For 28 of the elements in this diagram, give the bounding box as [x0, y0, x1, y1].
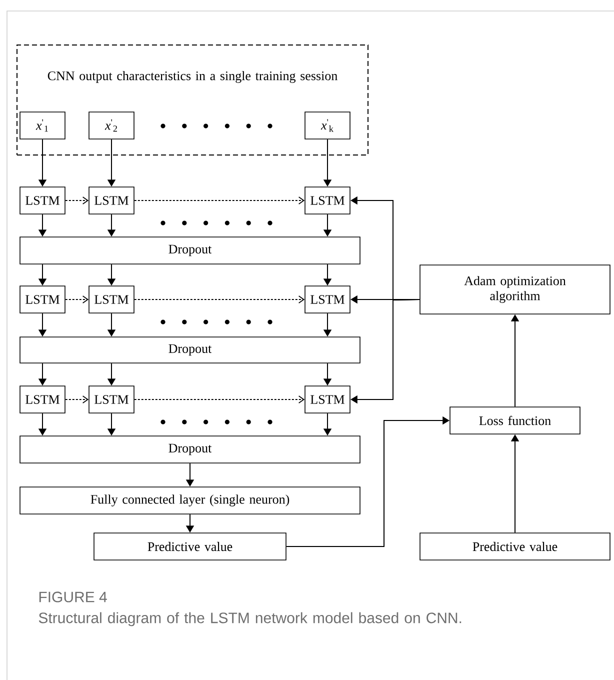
layer-box: Dropout: [20, 436, 360, 464]
arrow: [134, 196, 305, 204]
layer-box: Adam optimization algorithm: [420, 264, 610, 314]
layer-box: Predictive value: [94, 532, 286, 560]
input-box: x$^{'}$2: [88, 112, 134, 140]
cell-box: LSTM: [88, 386, 134, 414]
arrow: [134, 396, 305, 404]
arrow: [64, 296, 89, 304]
layer-box: Predictive value: [420, 532, 610, 560]
cell-box: LSTM: [304, 186, 350, 214]
input-box: x$^{'}$1: [20, 112, 66, 140]
layer-box: Fully connected layer (single neuron): [20, 486, 360, 514]
arrow: [64, 196, 89, 204]
arrow: [134, 296, 305, 304]
input-box: x$^{'}$k: [304, 112, 350, 140]
cell-box: LSTM: [88, 286, 134, 314]
arrow: [64, 396, 89, 404]
layer-box: Dropout: [20, 236, 360, 264]
figure-title: FIGURE 4: [39, 592, 107, 602]
cell-box: LSTM: [20, 186, 66, 214]
layer-box: Loss function: [450, 406, 580, 434]
cell-box: LSTM: [304, 286, 350, 314]
caption: Structural diagram of the LSTM network model based on CNN.: [38, 612, 462, 626]
cell-box: LSTM: [304, 386, 350, 414]
layer-box: Dropout: [20, 336, 360, 364]
cell-box: LSTM: [20, 386, 66, 414]
cell-box: LSTM: [88, 186, 134, 214]
cell-box: LSTM: [20, 286, 66, 314]
